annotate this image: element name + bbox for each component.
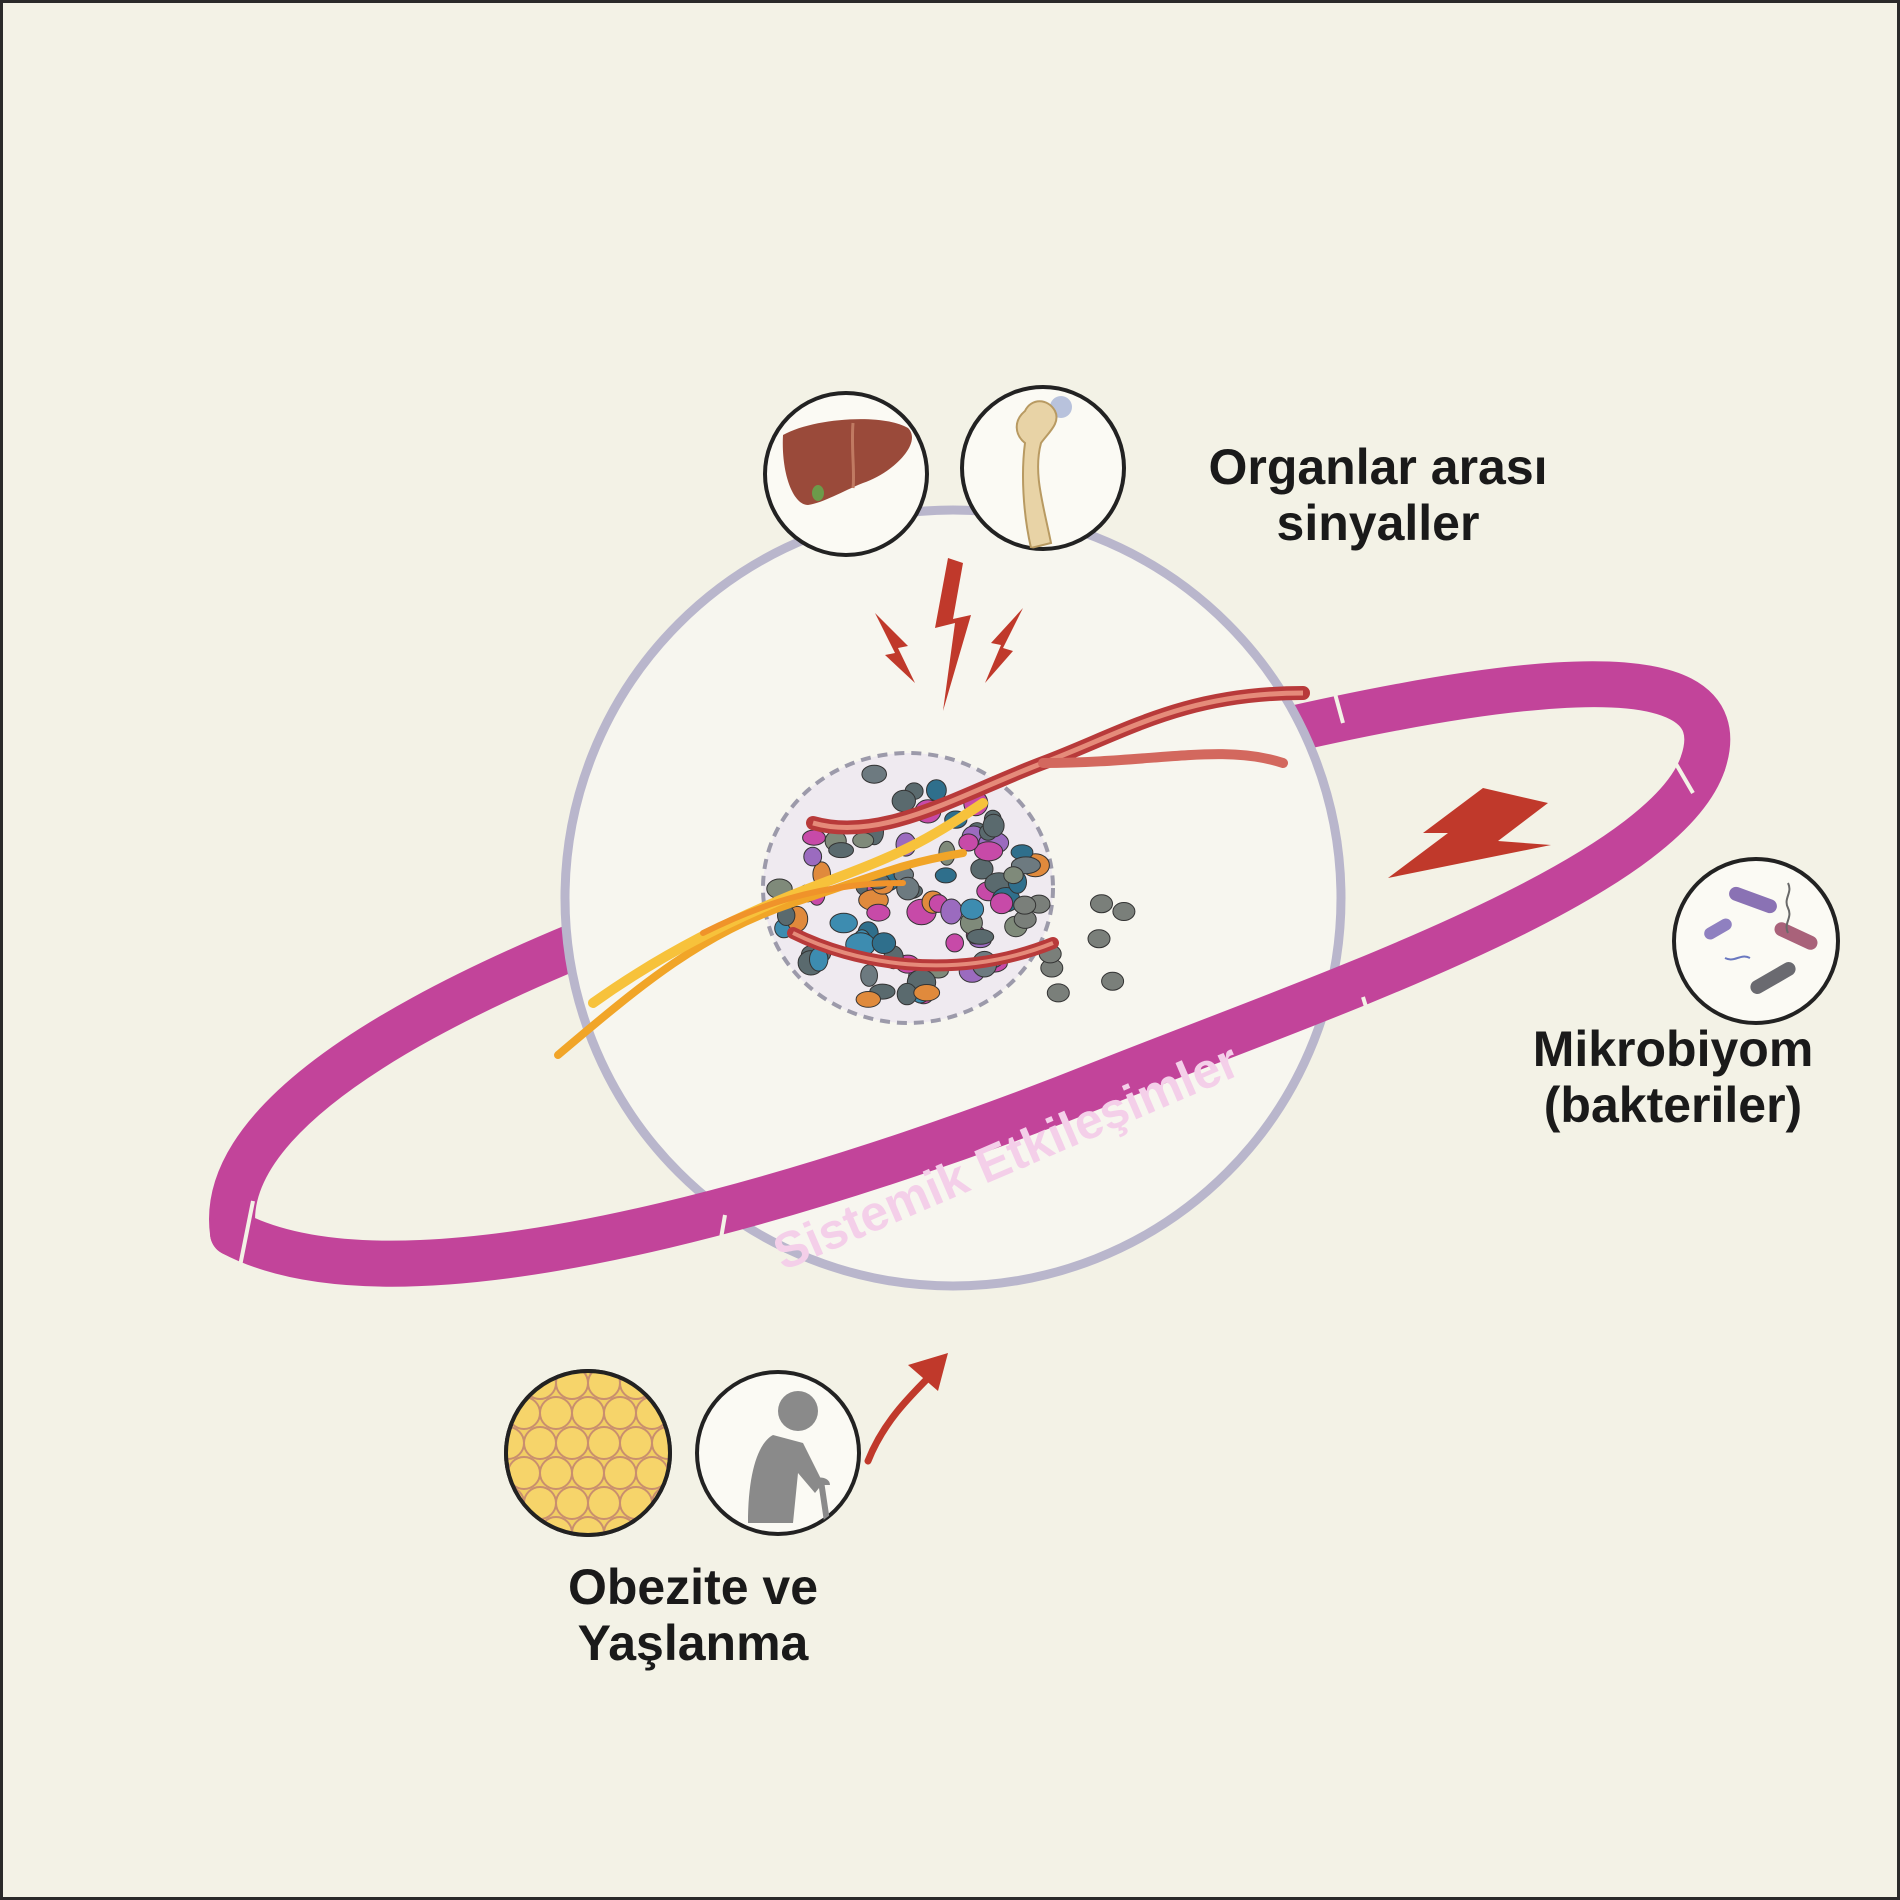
fat-cell: [555, 1486, 589, 1520]
microbiome-label-line2: (bakteriler): [1543, 1077, 1803, 1133]
immune-cell: [1013, 895, 1037, 915]
arrow-up-right: [864, 1353, 948, 1465]
fat-cell: [523, 1426, 557, 1460]
fat-cell: [539, 1456, 573, 1490]
immune-cell: [1101, 971, 1125, 991]
fat-cell: [506, 1371, 525, 1400]
fat-cell: [667, 1396, 670, 1430]
fat-cell: [635, 1516, 669, 1535]
organ-signals-label: Organlar arası sinyaller: [1153, 439, 1603, 551]
fat-cell: [555, 1426, 589, 1460]
fat-cell: [619, 1486, 653, 1520]
signal-bolt-right: [1388, 788, 1551, 878]
liver-icon: [763, 391, 929, 557]
fat-cell: [603, 1396, 637, 1430]
tumor-cell: [958, 833, 979, 852]
bone-icon: [960, 385, 1126, 551]
tumor-cell: [934, 867, 957, 884]
fat-cell: [651, 1486, 670, 1520]
fat-cell: [539, 1396, 573, 1430]
fat-cell: [651, 1371, 670, 1400]
immune-cell: [1112, 902, 1136, 921]
systemic-ring-front: [210, 656, 1726, 1287]
fat-cell: [523, 1486, 557, 1520]
tumor-cell: [871, 932, 897, 954]
signal-bolts-top: [875, 558, 1023, 711]
tumor-cell: [866, 903, 891, 922]
tumor-cell: [1003, 866, 1024, 885]
organ-signals-label-line1: Organlar arası: [1208, 439, 1548, 495]
bacteria-icon: [1672, 857, 1840, 1025]
tumor-cell: [828, 842, 854, 859]
fat-cell: [603, 1456, 637, 1490]
tumor-cell: [855, 991, 881, 1008]
obesity-aging-label: Obezite ve Yaşlanma: [523, 1559, 863, 1671]
tumor-cell: [990, 892, 1014, 915]
tumor-cell: [940, 898, 963, 925]
immune-cell: [1090, 894, 1113, 914]
fat-cell: [667, 1516, 670, 1535]
fat-cell: [507, 1516, 541, 1535]
fat-cell: [667, 1456, 670, 1490]
adipocyte-icon: [504, 1369, 672, 1537]
tumor-cell: [974, 841, 1004, 862]
fat-cell: [587, 1426, 621, 1460]
fat-cell: [619, 1426, 653, 1460]
tumor-cell: [852, 832, 875, 849]
tumor-cell: [829, 912, 858, 934]
immune-cell: [1087, 929, 1111, 949]
organ-signals-label-line2: sinyaller: [1276, 495, 1480, 551]
fat-cell: [571, 1396, 605, 1430]
diagram-artwork: Sistemik Etkileşimler: [209, 385, 1840, 1537]
tumor-cell: [803, 846, 823, 867]
tumor-cell: [945, 933, 965, 953]
microbiome-label: Mikrobiyom (bakteriler): [1503, 1021, 1843, 1133]
microbiome-label-line1: Mikrobiyom: [1532, 1021, 1814, 1077]
fat-cell: [571, 1456, 605, 1490]
tumor-microenvironment: [554, 686, 1310, 1059]
obesity-aging-label-line1: Obezite ve: [567, 1559, 819, 1615]
tumor-cell: [860, 964, 878, 987]
tumor-cell: [960, 898, 985, 920]
tumor-cell: [966, 928, 995, 945]
fat-cell: [587, 1486, 621, 1520]
tumor-cell: [861, 764, 888, 784]
tumor-cell: [891, 789, 916, 813]
tumor-cell: [982, 813, 1005, 838]
tumor-cell: [913, 984, 941, 1002]
fat-cell: [506, 1486, 525, 1520]
immune-cell: [1046, 983, 1070, 1003]
elderly-person-icon: [695, 1370, 861, 1536]
obesity-aging-label-line2: Yaşlanma: [577, 1615, 809, 1671]
